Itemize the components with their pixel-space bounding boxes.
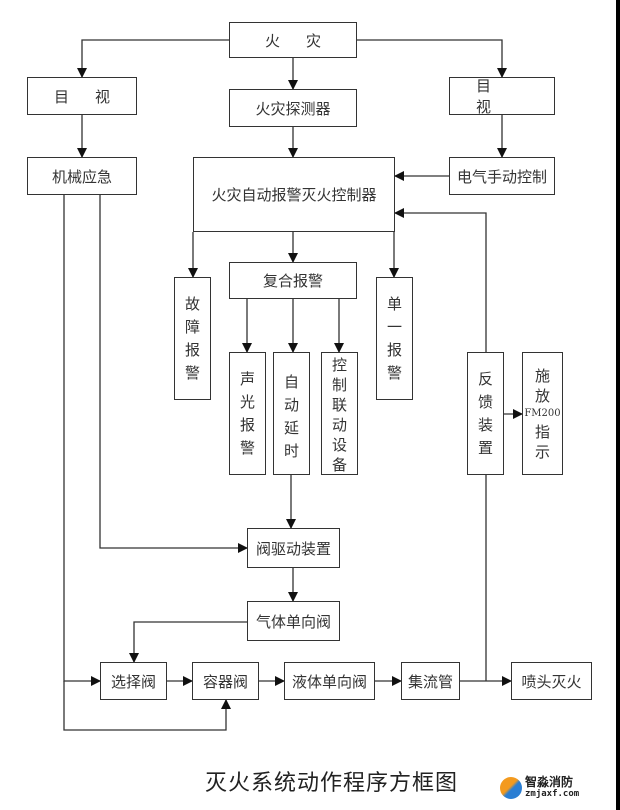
node-detector-label: 火灾探测器 (255, 99, 331, 118)
char: 馈 (477, 392, 493, 411)
node-controller: 火灾自动报警灭火控制器 (193, 157, 395, 232)
node-gas-check-valve: 气体单向阀 (247, 601, 340, 641)
edge-fire-visual-right (357, 39, 507, 78)
node-composite-alarm: 复合报警 (229, 262, 357, 299)
node-mechanical-emergency: 机械应急 (27, 157, 137, 195)
diagram-caption: 灭火系统动作程序方框图 (205, 771, 459, 796)
char: 指 (534, 422, 550, 441)
right-edge-border (616, 0, 620, 810)
node-liquid-check-valve-label: 液体单向阀 (291, 672, 367, 691)
node-manifold-label: 集流管 (407, 672, 453, 691)
char: 报 (239, 415, 255, 434)
char: 故 (184, 294, 200, 313)
char: 声 (239, 369, 255, 388)
node-sound-light-alarm: 声 光 报 警 (229, 352, 266, 475)
edge-fire-visual-left (77, 39, 229, 78)
char: 反 (477, 369, 493, 388)
char: 障 (184, 317, 200, 336)
char: 控 (331, 356, 347, 374)
watermark: 智淼消防 zmjaxf.com (500, 776, 579, 800)
brand-logo-icon (500, 777, 522, 799)
char: 放 (534, 386, 550, 405)
char: 备 (331, 456, 347, 474)
node-manifold: 集流管 (401, 662, 460, 700)
char: 制 (331, 376, 347, 394)
char: 报 (184, 340, 200, 359)
edge-mechanical-valvedriver (99, 195, 248, 553)
node-electric-manual: 电气手动控制 (449, 157, 555, 195)
node-controller-label: 火灾自动报警灭火控制器 (211, 186, 377, 204)
node-container-valve-label: 容器阀 (202, 672, 248, 691)
node-feedback-device: 反 馈 装 置 (467, 352, 504, 475)
node-auto-delay: 自 动 延 时 (273, 352, 310, 475)
char: 动 (331, 416, 347, 434)
node-nozzle-extinguish: 喷头灭火 (511, 662, 592, 700)
node-gas-check-valve-label: 气体单向阀 (255, 612, 331, 631)
char: 单 (386, 294, 402, 313)
node-release-indicator: 施 放 FM200 指 示 (522, 352, 563, 475)
char: 置 (477, 438, 493, 457)
node-fire-label: 火灾 (264, 31, 347, 50)
watermark-text: 智淼消防 zmjaxf.com (525, 776, 579, 800)
char: 自 (283, 373, 299, 391)
watermark-name: 智淼消防 (525, 775, 574, 789)
node-composite-alarm-label: 复合报警 (262, 272, 323, 290)
char: 一 (386, 317, 402, 336)
node-linkage-control: 控 制 联 动 设 备 (321, 352, 358, 475)
edge-gascheck-selector (129, 621, 247, 663)
node-valve-driver-label: 阀驱动装置 (255, 539, 331, 558)
char: 联 (331, 396, 347, 414)
node-fault-alarm: 故 障 报 警 (174, 277, 211, 400)
node-liquid-check-valve: 液体单向阀 (284, 662, 375, 700)
node-fire: 火灾 (229, 22, 357, 58)
node-nozzle-extinguish-label: 喷头灭火 (521, 672, 582, 691)
node-detector: 火灾探测器 (229, 89, 357, 127)
node-visual-right-label: 目视 (476, 77, 518, 116)
watermark-url: zmjaxf.com (525, 789, 580, 799)
char: 设 (331, 436, 347, 454)
char: 警 (239, 438, 255, 457)
node-container-valve: 容器阀 (192, 662, 259, 700)
node-visual-left-label: 目视 (54, 87, 137, 106)
node-visual-left: 目视 (27, 77, 137, 115)
char: 报 (386, 340, 402, 359)
node-selector-valve-label: 选择阀 (110, 672, 156, 691)
char: FM200 (524, 407, 561, 419)
node-mechanical-emergency-label: 机械应急 (51, 167, 112, 186)
char: 警 (386, 363, 402, 382)
char: 延 (283, 419, 299, 437)
char: 时 (283, 442, 299, 460)
node-selector-valve: 选择阀 (100, 662, 167, 700)
char: 光 (239, 392, 255, 411)
node-valve-driver: 阀驱动装置 (247, 528, 340, 568)
char: 示 (534, 442, 550, 461)
edge-mechanical-container (63, 681, 231, 731)
char: 施 (534, 366, 550, 385)
char: 动 (283, 396, 299, 414)
node-visual-right: 目视 (449, 77, 555, 116)
char: 警 (184, 363, 200, 382)
char: 装 (477, 415, 493, 434)
edge-feedback-controller (394, 208, 487, 352)
node-single-alarm: 单 一 报 警 (376, 277, 413, 400)
edge-mechanical-selector (63, 195, 101, 686)
node-electric-manual-label: 电气手动控制 (456, 167, 547, 186)
